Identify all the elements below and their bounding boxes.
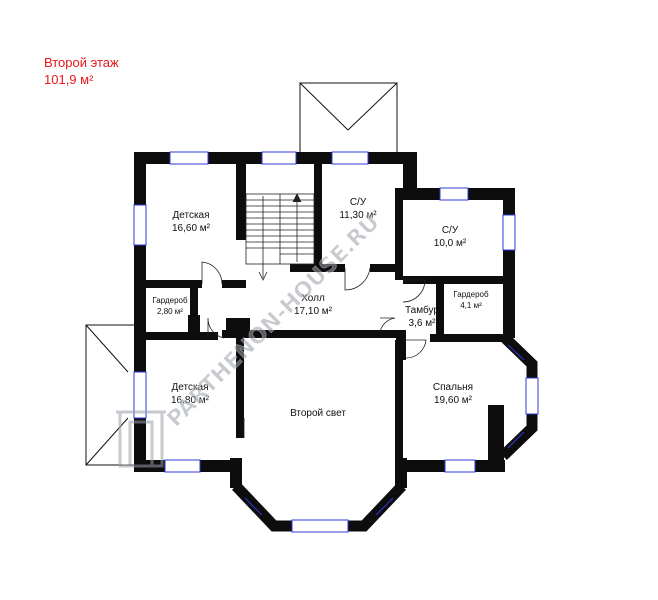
staircase [245, 193, 315, 281]
room-name-kids-2: Детская [171, 382, 208, 393]
room-area-wardrobe-1: 2,80 м² [157, 307, 183, 316]
room-area-wardrobe-2: 4,1 м² [460, 301, 482, 310]
room-name-kids-1: Детская [172, 210, 209, 221]
window [164, 459, 201, 473]
window [291, 519, 349, 533]
room-area-bath-1: 11,30 м² [339, 210, 377, 221]
window [169, 151, 209, 165]
window [507, 431, 525, 449]
room-labels: Детская 16,60 м² С/У 11,30 м² С/У 10,0 м… [152, 197, 489, 419]
windows [133, 151, 539, 533]
window [133, 371, 147, 419]
room-area-kids-2: 16,80 м² [171, 395, 210, 406]
room-name-bath-1: С/У [350, 197, 367, 208]
interior-walls [146, 164, 503, 460]
window [261, 151, 297, 165]
room-name-wardrobe-1: Гардероб [152, 296, 188, 305]
balcony-top [299, 82, 398, 154]
window [133, 204, 147, 246]
room-name-hall: Холл [301, 293, 325, 304]
window [331, 151, 369, 165]
room-area-hall: 17,10 м² [294, 306, 333, 317]
window [444, 459, 476, 473]
room-name-wardrobe-2: Гардероб [453, 290, 489, 299]
window [439, 187, 469, 201]
room-area-bath-2: 10,0 м² [434, 238, 467, 249]
room-name-bath-2: С/У [442, 225, 459, 236]
window [375, 497, 394, 516]
room-name-double-height: Второй свет [290, 408, 346, 419]
room-area-kids-1: 16,60 м² [172, 223, 211, 234]
room-area-bedroom: 19,60 м² [434, 395, 473, 406]
window [507, 344, 525, 361]
floor-area: 101,9 м² [44, 72, 94, 87]
floor-title-block: Второй этаж 101,9 м² [44, 54, 119, 88]
window [525, 377, 539, 415]
window [244, 497, 263, 516]
room-area-vestibule: 3,6 м² [409, 318, 437, 329]
doors [201, 261, 427, 438]
floor-title: Второй этаж [44, 55, 119, 70]
room-name-vestibule: Тамбур [405, 304, 439, 316]
window [502, 214, 516, 251]
room-name-bedroom: Спальня [433, 382, 473, 393]
